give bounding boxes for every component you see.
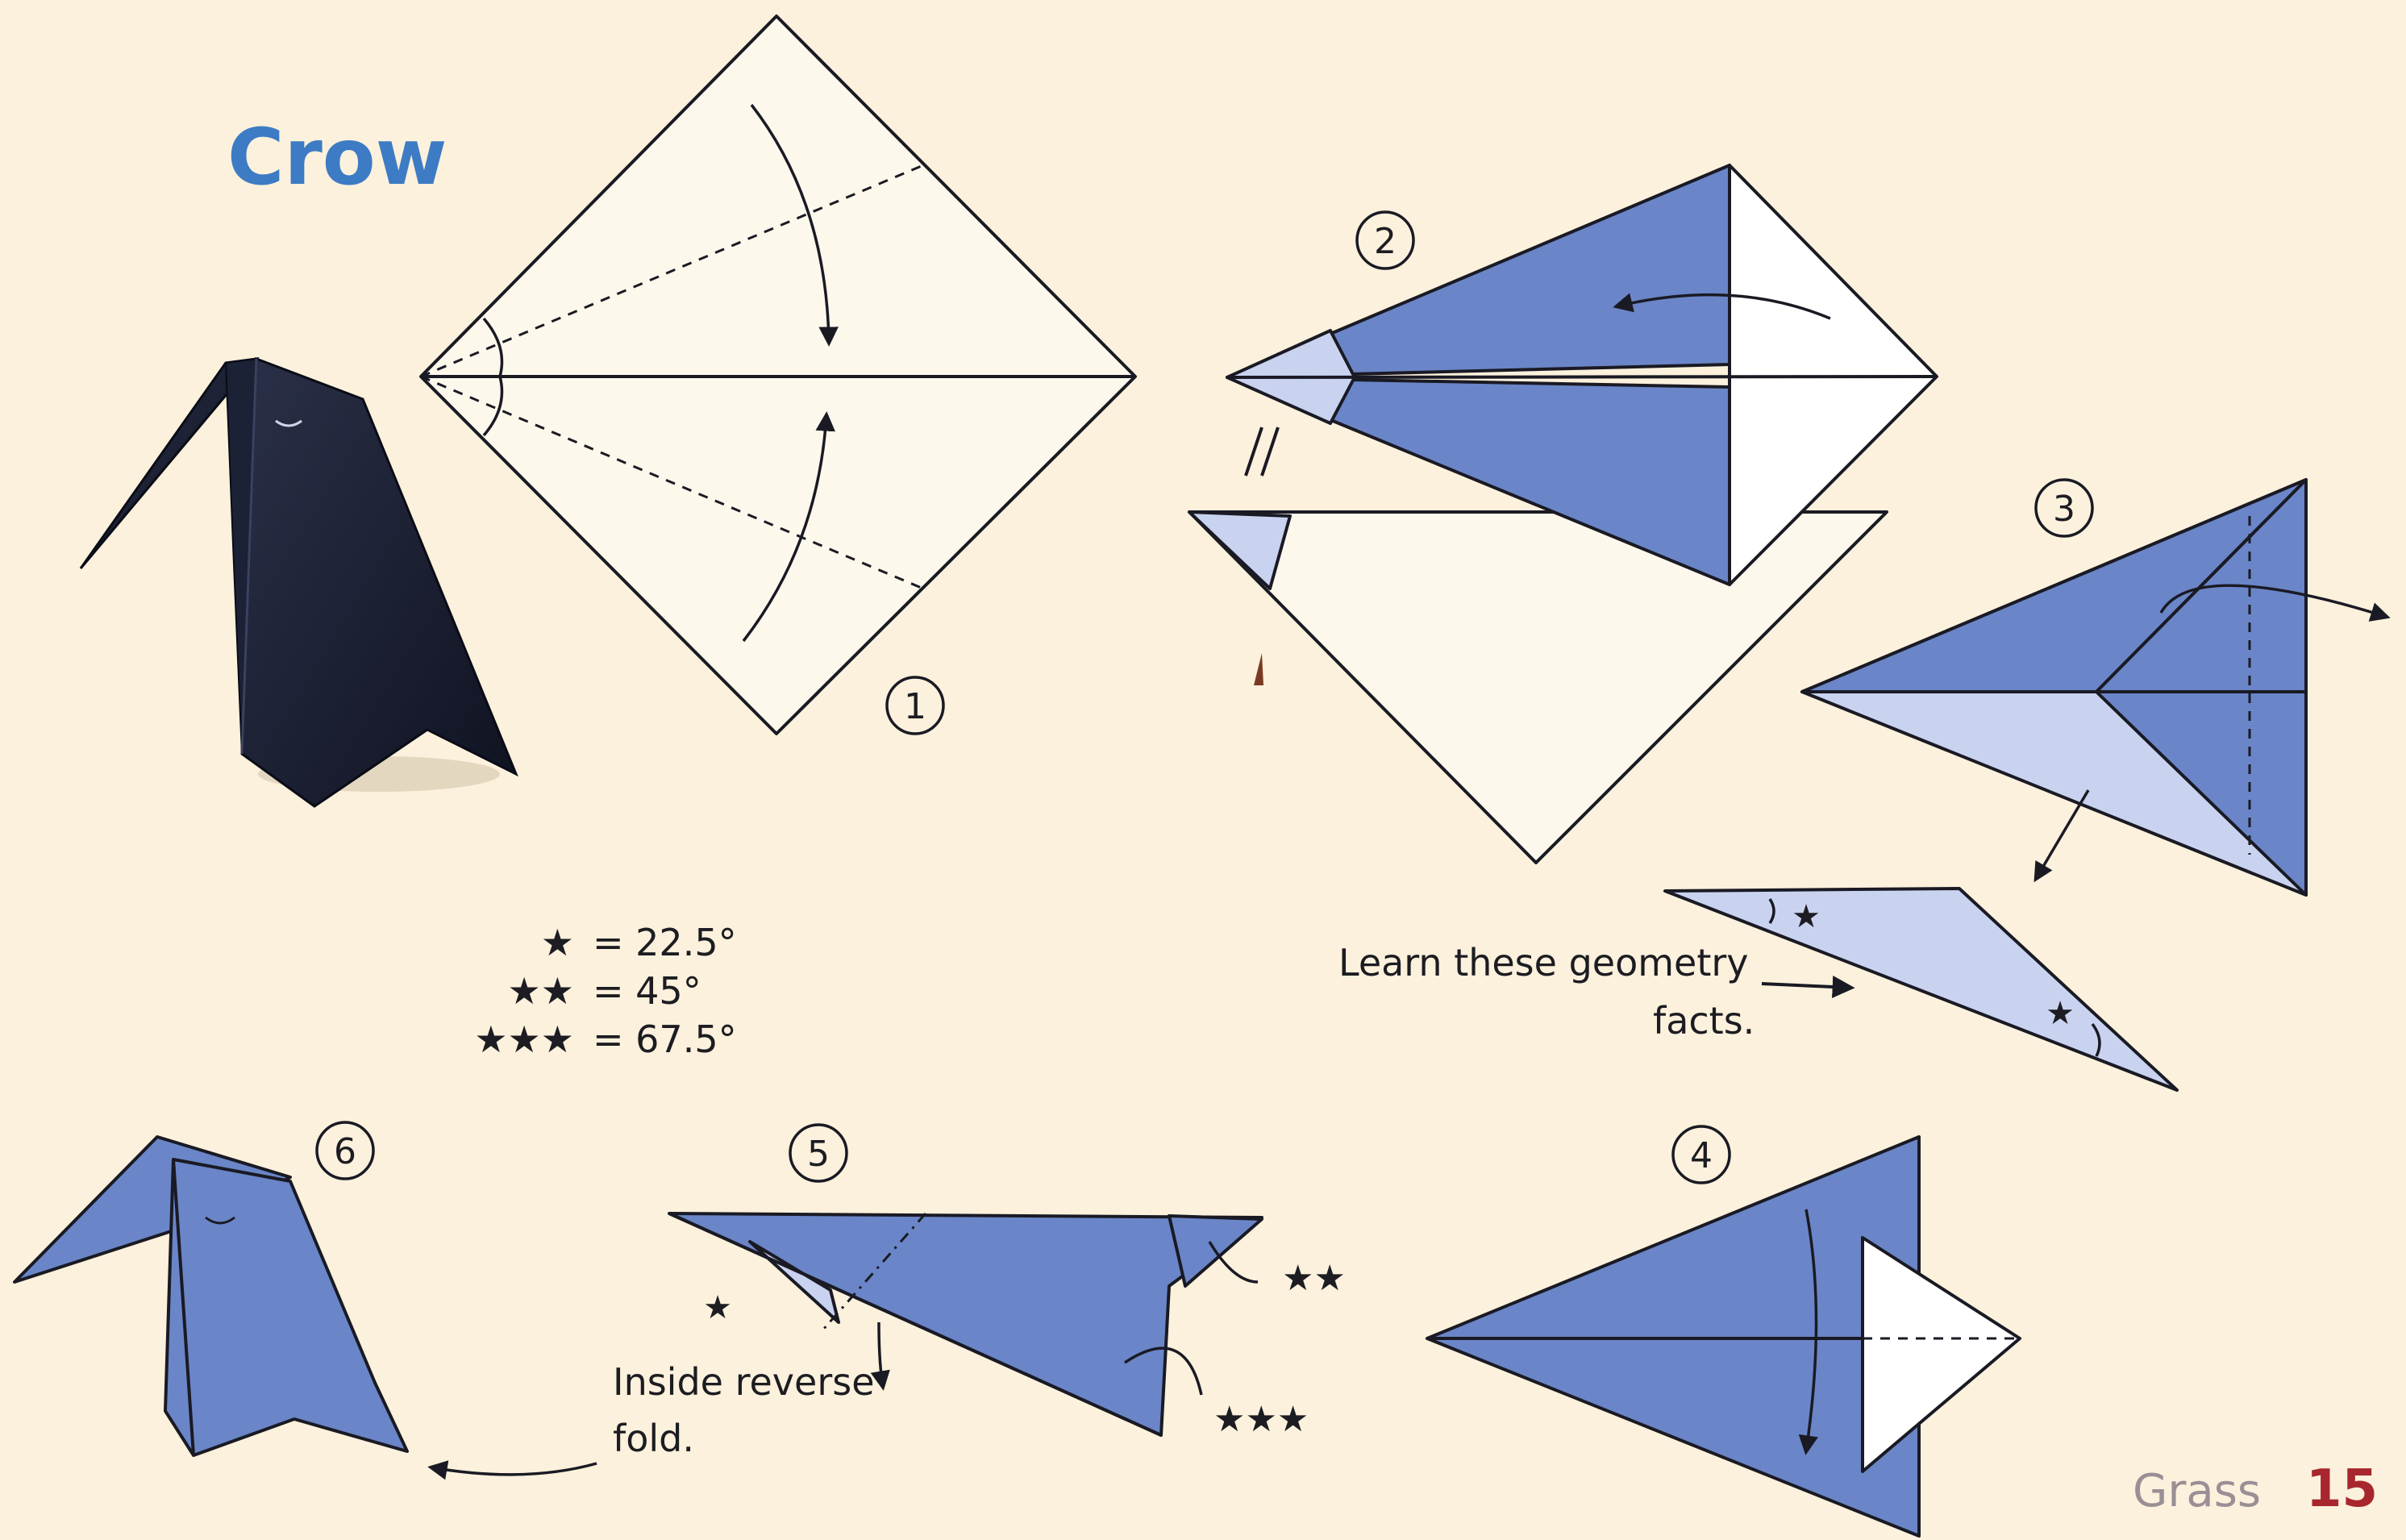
- tri-star-b: ★: [2046, 995, 2075, 1032]
- star-label-22: ★: [703, 1289, 732, 1326]
- footer-section: Grass: [2133, 1465, 2261, 1517]
- page-number: 15: [2306, 1459, 2378, 1519]
- geometry-note-line1: Learn these geometry: [1338, 941, 1749, 984]
- legend-stars-3: ★★★: [474, 1018, 574, 1061]
- reverse-fold-arrow: [431, 1463, 597, 1475]
- step-2-number: 2: [1374, 221, 1397, 262]
- reverse-fold-line2: fold.: [613, 1417, 694, 1460]
- angle-legend: ★ = 22.5° ★★ = 45° ★★★ = 67.5°: [474, 921, 736, 1061]
- reverse-fold-line1: Inside reverse: [613, 1360, 875, 1404]
- step-1-diagram: 1: [421, 16, 1135, 734]
- step-3-diagram: 3: [1802, 480, 2387, 895]
- step-1-number: 1: [904, 686, 926, 727]
- legend-value-3: = 67.5°: [593, 1018, 737, 1061]
- page-title: Crow: [227, 112, 447, 202]
- geometry-note-arrow: [1762, 984, 1850, 988]
- step-3-number: 3: [2053, 489, 2075, 530]
- geometry-note-line2: facts.: [1653, 999, 1755, 1043]
- legend-value-1: = 22.5°: [593, 921, 737, 964]
- step-6-number: 6: [334, 1131, 356, 1172]
- star-label-67: ★★★: [1213, 1399, 1309, 1440]
- step-6-diagram: 6: [15, 1122, 407, 1455]
- step-2-diagram: 2: [1189, 165, 1937, 863]
- step-4-number: 4: [1690, 1135, 1713, 1176]
- finished-crow-photo: [81, 359, 516, 806]
- step-4-diagram: 4: [1427, 1126, 2020, 1536]
- star-label-45: ★★: [1282, 1258, 1346, 1299]
- legend-stars-1: ★: [541, 921, 574, 964]
- tri-star-a: ★: [1792, 898, 1821, 935]
- geometry-facts-triangle: ★ ★: [1665, 889, 2177, 1090]
- legend-value-2: = 45°: [593, 969, 701, 1013]
- legend-stars-2: ★★: [508, 969, 574, 1013]
- step-5-number: 5: [807, 1134, 830, 1175]
